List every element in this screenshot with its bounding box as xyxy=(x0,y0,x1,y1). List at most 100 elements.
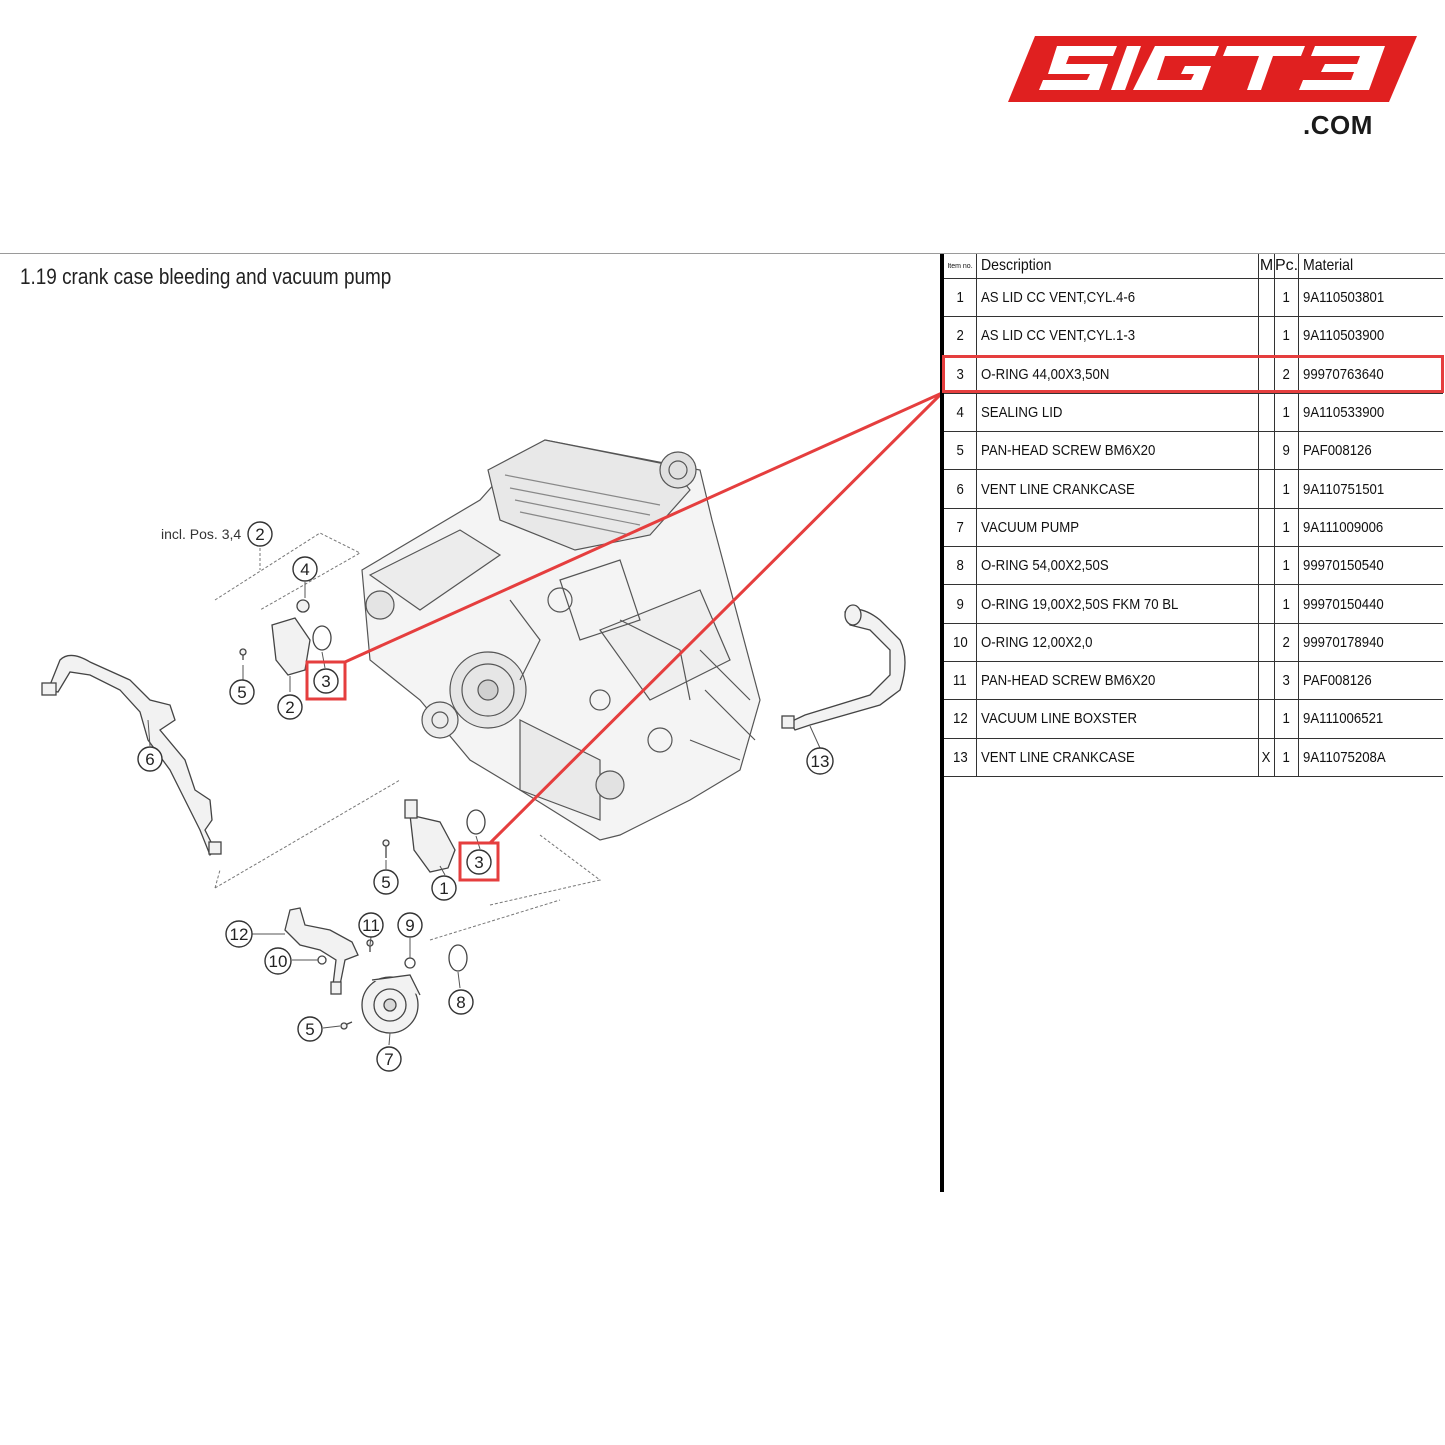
row-description: O-RING 19,00X2,50S FKM 70 BL xyxy=(976,584,1259,624)
callout-10: 10 xyxy=(264,947,292,975)
header-pc: Pc. xyxy=(1274,254,1300,279)
brand-logo[interactable]: .COM xyxy=(1005,32,1420,142)
row-pc: 2 xyxy=(1274,623,1300,662)
row-item-no: 7 xyxy=(944,508,977,548)
svg-text:6: 6 xyxy=(145,750,154,769)
highlight-box-lower xyxy=(458,841,500,882)
row-item-no: 1 xyxy=(944,278,977,318)
group-note: incl. Pos. 3,4 xyxy=(161,526,241,542)
row-pc: 1 xyxy=(1274,278,1300,318)
row-description: SEALING LID xyxy=(976,393,1259,433)
svg-text:5: 5 xyxy=(305,1020,314,1039)
row-item-no: 13 xyxy=(944,738,977,777)
engine-illustration xyxy=(361,439,761,841)
callout-5-upper: 5 xyxy=(229,679,255,705)
row-material: 9A110533900 xyxy=(1298,393,1444,433)
callout-9: 9 xyxy=(397,912,423,938)
callout-12: 12 xyxy=(225,920,253,948)
row-material: 99970763640 xyxy=(1298,355,1444,394)
row-description: O-RING 44,00X3,50N xyxy=(976,355,1259,394)
row-description: VENT LINE CRANKCASE xyxy=(976,738,1259,777)
row-pc: 1 xyxy=(1274,508,1300,548)
svg-text:1: 1 xyxy=(439,879,448,898)
svg-text:5: 5 xyxy=(381,873,390,892)
row-m xyxy=(1258,431,1275,471)
header-rule xyxy=(0,253,1445,254)
header-material: Material xyxy=(1298,254,1444,279)
logo-domain-suffix: .COM xyxy=(1303,110,1373,140)
callout-5-middle: 5 xyxy=(373,869,399,895)
highlighted-table-row xyxy=(942,355,1444,393)
callout-5-lower: 5 xyxy=(297,1016,323,1042)
row-item-no: 11 xyxy=(944,661,977,701)
highlight-box-upper xyxy=(305,660,347,701)
row-pc: 1 xyxy=(1274,699,1300,739)
row-pc: 1 xyxy=(1274,316,1300,356)
row-pc: 3 xyxy=(1274,661,1300,701)
row-material: 9A110503801 xyxy=(1298,278,1444,318)
row-pc: 1 xyxy=(1274,546,1300,586)
svg-text:3: 3 xyxy=(321,672,330,691)
svg-text:2: 2 xyxy=(285,698,294,717)
callout-3-upper: 3 xyxy=(313,668,339,694)
row-description: VACUUM LINE BOXSTER xyxy=(976,699,1259,739)
callout-8: 8 xyxy=(448,989,474,1015)
row-material: 9A111009006 xyxy=(1298,508,1444,548)
row-pc: 1 xyxy=(1274,584,1300,624)
row-material: 9A11075208A xyxy=(1298,738,1444,777)
row-description: PAN-HEAD SCREW BM6X20 xyxy=(976,661,1259,701)
svg-text:10: 10 xyxy=(269,952,288,971)
row-material: PAF008126 xyxy=(1298,661,1444,701)
row-description: PAN-HEAD SCREW BM6X20 xyxy=(976,431,1259,471)
row-material: 9A110751501 xyxy=(1298,469,1444,509)
table-divider xyxy=(940,254,944,1192)
row-pc: 1 xyxy=(1274,738,1300,777)
callout-11: 11 xyxy=(358,912,384,938)
logo-wordmark xyxy=(1008,36,1417,102)
callout-4: 4 xyxy=(292,556,318,582)
row-description: O-RING 54,00X2,50S xyxy=(976,546,1259,586)
row-m xyxy=(1258,584,1275,624)
row-pc: 1 xyxy=(1274,469,1300,509)
svg-text:9: 9 xyxy=(405,916,414,935)
row-item-no: 6 xyxy=(944,469,977,509)
callout-1: 1 xyxy=(431,875,457,901)
svg-text:5: 5 xyxy=(237,683,246,702)
row-item-no: 12 xyxy=(944,699,977,739)
header-description: Description xyxy=(976,254,1259,279)
row-description: VACUUM PUMP xyxy=(976,508,1259,548)
row-description: O-RING 12,00X2,0 xyxy=(976,623,1259,662)
row-m xyxy=(1258,393,1275,433)
callout-2: 2 xyxy=(277,694,303,720)
svg-text:13: 13 xyxy=(811,752,830,771)
row-m xyxy=(1258,546,1275,586)
header-m: M xyxy=(1258,254,1275,279)
callout-13: 13 xyxy=(806,747,834,775)
callout-3-lower: 3 xyxy=(466,849,492,875)
row-m xyxy=(1258,316,1275,356)
row-item-no: 10 xyxy=(944,623,977,662)
row-pc: 1 xyxy=(1274,393,1300,433)
assembly-guide-lines xyxy=(214,532,602,941)
table-header-row: Item no. Description M Pc. Material xyxy=(944,254,1444,279)
svg-text:7: 7 xyxy=(384,1050,393,1069)
row-item-no: 2 xyxy=(944,316,977,356)
svg-text:11: 11 xyxy=(362,916,380,935)
row-description: AS LID CC VENT,CYL.1-3 xyxy=(976,316,1259,356)
svg-text:3: 3 xyxy=(474,853,483,872)
svg-text:8: 8 xyxy=(456,993,465,1012)
exploded-parts-diagram: 2 4 3 5 2 6 13 3 5 1 12 11 9 10 8 5 7 in… xyxy=(41,439,906,1072)
